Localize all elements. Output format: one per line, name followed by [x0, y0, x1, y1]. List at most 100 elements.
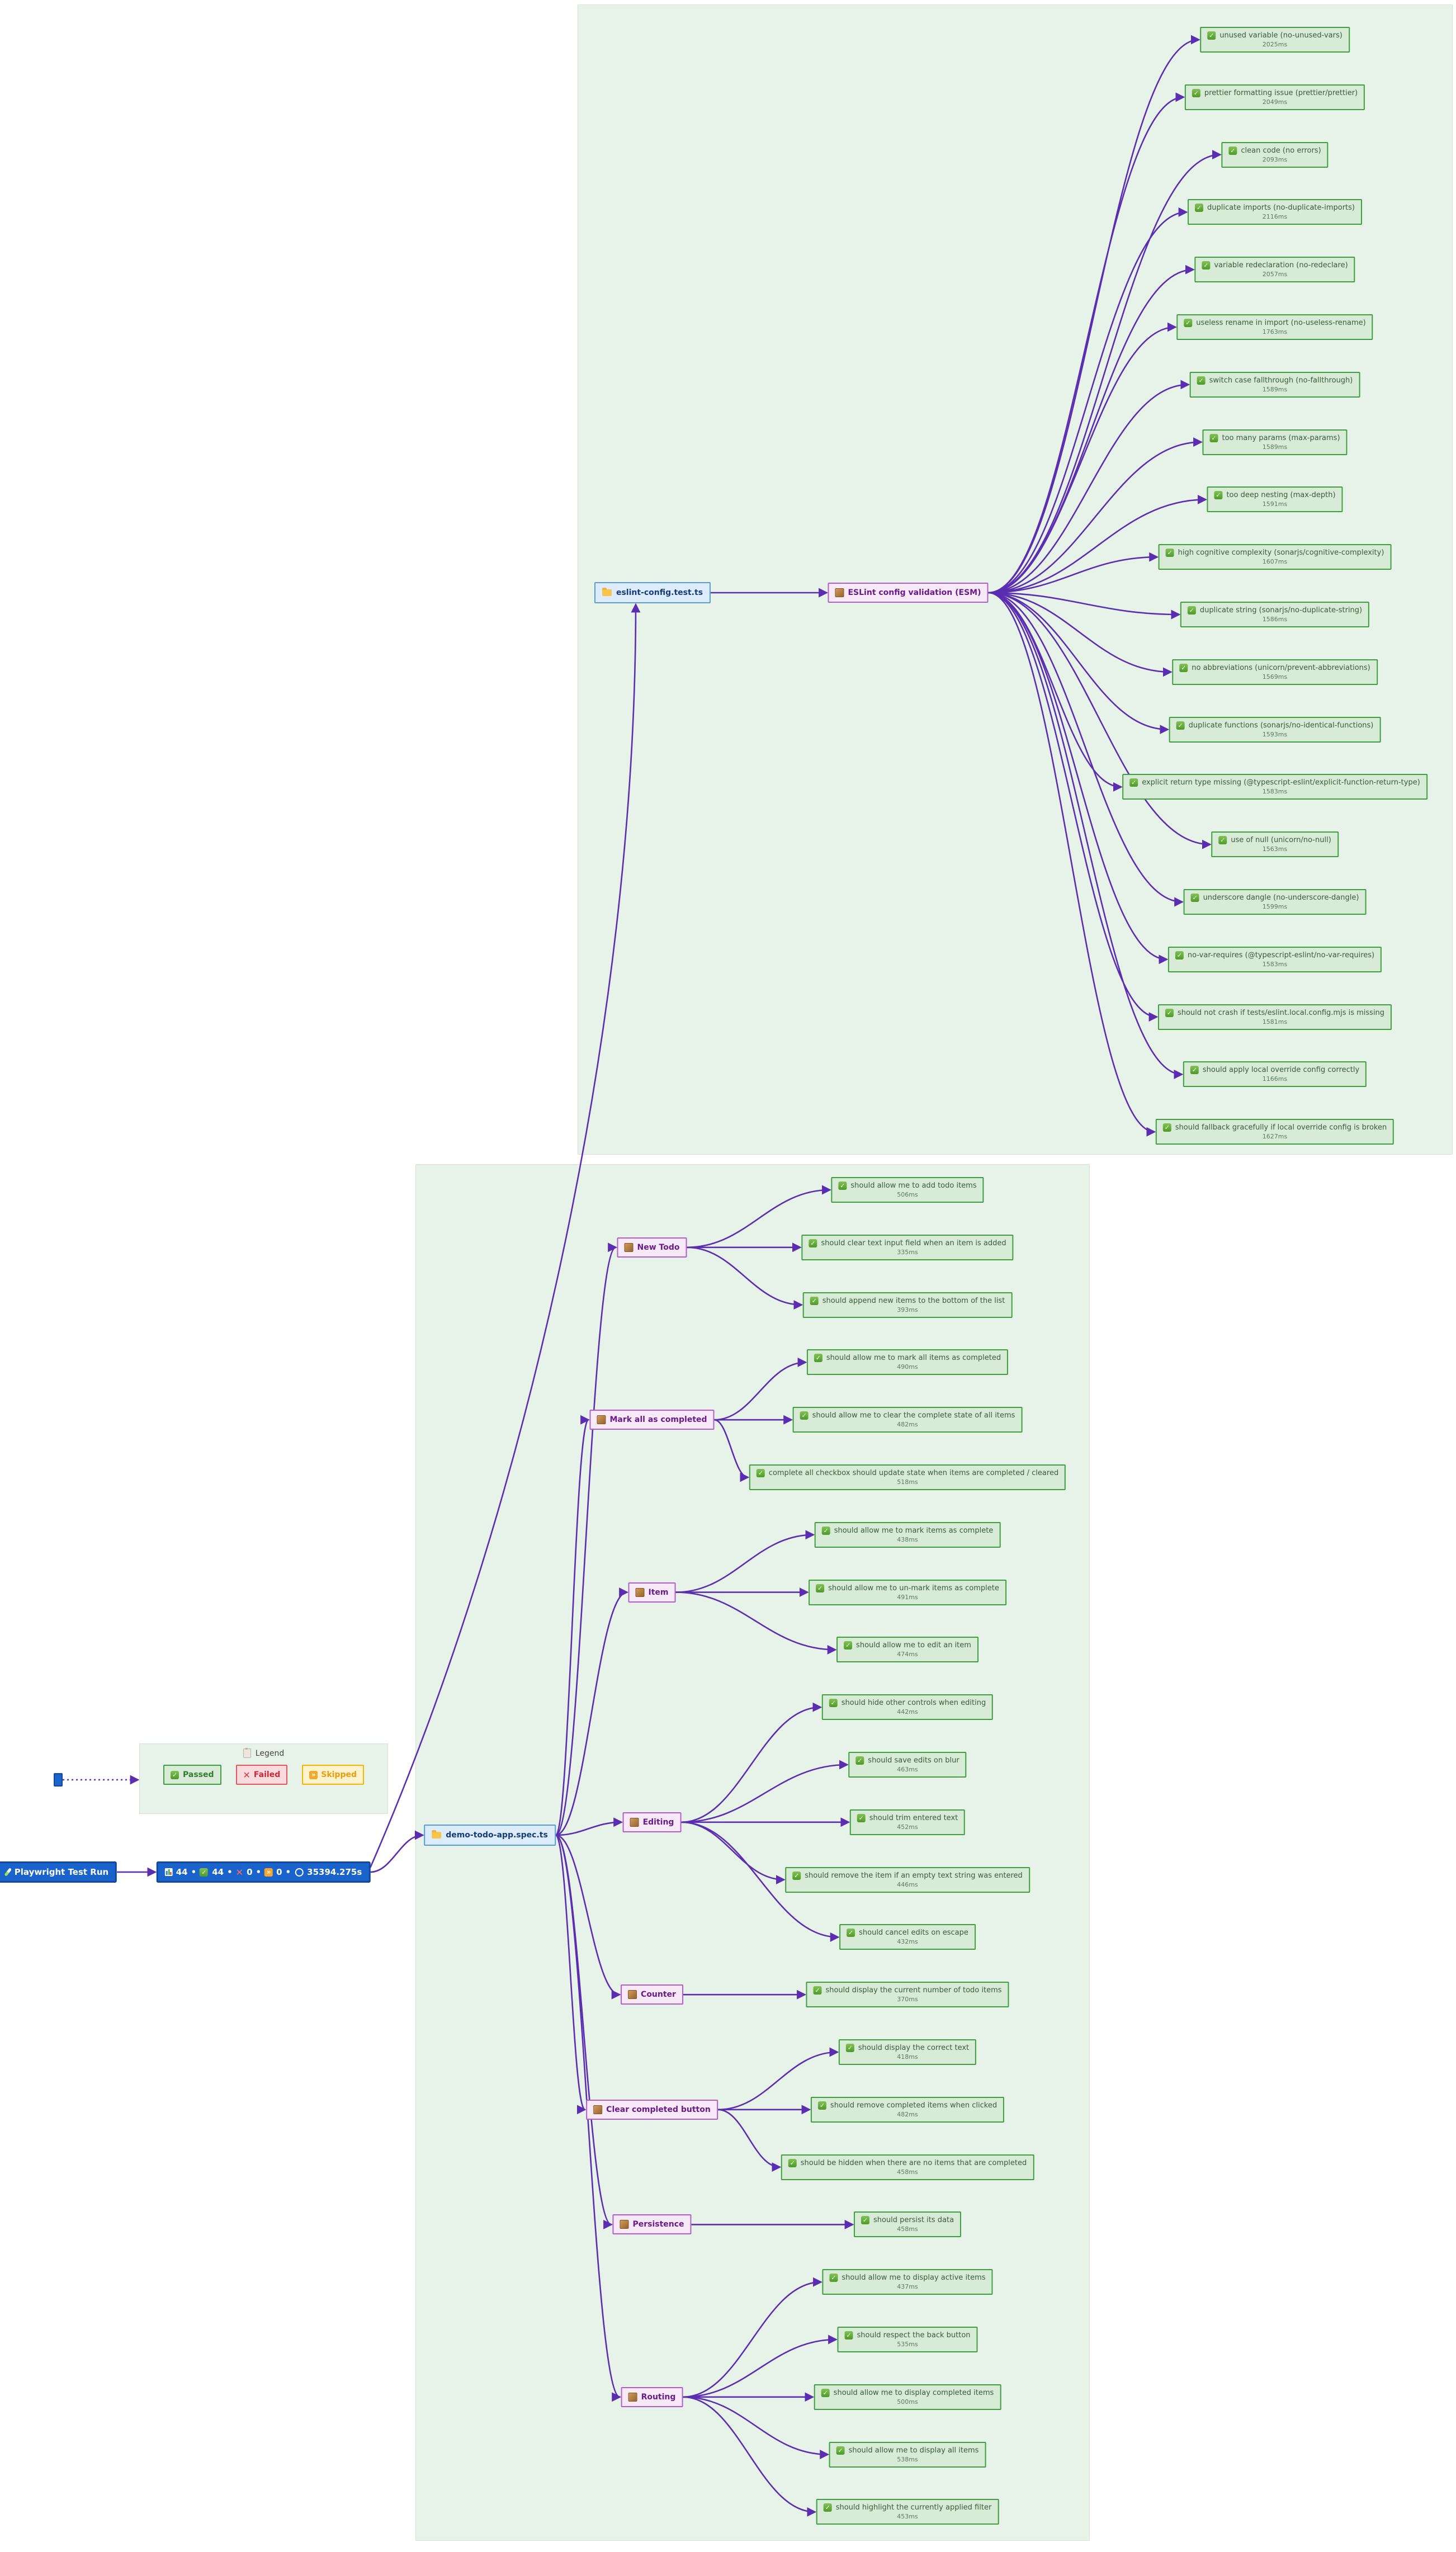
test-name: should remove completed items when click…	[830, 2101, 998, 2110]
test-node: ✓should allow me to mark items as comple…	[814, 1521, 1001, 1548]
edge	[714, 1357, 807, 1421]
check-icon: ✓	[821, 1526, 830, 1535]
edge	[675, 1530, 815, 1593]
edge	[683, 2277, 822, 2398]
legend-pointer-node	[54, 1773, 63, 1787]
check-icon: ✓	[1162, 1123, 1171, 1132]
test-node: ✓clean code (no errors)2093ms	[1221, 141, 1329, 168]
test-name: should apply local override config corre…	[1202, 1066, 1360, 1075]
check-icon: ✓	[813, 1986, 822, 1995]
check-icon: ✓	[845, 2044, 854, 2052]
stats-node: 44•✓44•✕0•»0•35394.275s	[156, 1861, 371, 1883]
test-duration: 506ms	[897, 1191, 918, 1198]
edge	[717, 2109, 782, 2172]
suite-node: Counter	[621, 1984, 683, 2005]
test-node: ✓too deep nesting (max-depth)1591ms	[1207, 486, 1343, 513]
check-icon: ✓	[838, 1182, 847, 1190]
package-icon	[597, 1415, 606, 1425]
edge	[988, 92, 1185, 594]
edge	[988, 552, 1159, 594]
edge	[988, 592, 1212, 849]
test-duration: 518ms	[897, 1478, 918, 1486]
legend-title-text: Legend	[255, 1748, 285, 1758]
check-icon: ✓	[1176, 721, 1185, 730]
test-name: should display the correct text	[858, 2044, 970, 2052]
check-icon: ✓	[171, 1770, 179, 1779]
test-name: no-var-requires (@typescript-eslint/no-v…	[1187, 951, 1375, 960]
test-node: ✓should display the current number of to…	[806, 1982, 1009, 2008]
test-name: should allow me to un-mark items as comp…	[828, 1584, 999, 1592]
edge	[988, 592, 1170, 735]
test-duration: 2093ms	[1262, 155, 1288, 163]
check-icon: ✓	[756, 1469, 765, 1477]
stats-passed: 44	[212, 1867, 224, 1877]
root-node: Playwright Test Run	[0, 1861, 117, 1883]
test-node: ✓variable redeclaration (no-redeclare)20…	[1194, 257, 1355, 283]
check-icon: ✓	[1175, 951, 1184, 960]
check-icon: ✓	[1179, 663, 1188, 672]
suite-name: Persistence	[632, 2220, 684, 2229]
check-icon: ✓	[847, 1929, 855, 1937]
suite-name: New Todo	[637, 1242, 680, 1252]
suite-name: Editing	[642, 1817, 674, 1827]
check-icon: ✓	[1214, 491, 1223, 500]
test-node: ✓complete all checkbox should update sta…	[749, 1464, 1066, 1490]
check-icon: ✓	[1190, 894, 1199, 902]
test-duration: 1589ms	[1262, 443, 1288, 451]
test-duration: 1586ms	[1262, 616, 1288, 623]
skip-icon: »	[309, 1770, 318, 1779]
test-name: duplicate imports (no-duplicate-imports)	[1207, 204, 1355, 212]
test-tube-icon	[4, 1868, 12, 1877]
stats-skipped: 0	[276, 1867, 282, 1877]
check-icon: ✓	[861, 2216, 869, 2225]
test-name: should append new items to the bottom of…	[822, 1296, 1005, 1305]
package-icon	[630, 1817, 639, 1827]
edge	[988, 150, 1222, 594]
stats-duration: 35394.275s	[307, 1867, 362, 1877]
package-icon	[835, 588, 844, 597]
check-icon: ✓	[829, 1699, 838, 1708]
test-name: should save edits on blur	[868, 1756, 959, 1765]
edge	[988, 207, 1188, 594]
edge	[370, 1830, 424, 1873]
check-icon: ✓	[855, 1756, 864, 1765]
test-duration: 446ms	[897, 1880, 918, 1888]
test-name: explicit return type missing (@typescrip…	[1142, 778, 1420, 787]
test-name: should not crash if tests/eslint.local.c…	[1177, 1008, 1385, 1017]
test-duration: 2049ms	[1262, 98, 1288, 106]
test-duration: 438ms	[897, 1535, 918, 1543]
check-icon: ✓	[1187, 606, 1196, 615]
test-duration: 453ms	[897, 2513, 918, 2521]
edge	[988, 592, 1173, 677]
test-name: should allow me to edit an item	[856, 1641, 971, 1650]
check-icon: ✓	[1129, 778, 1138, 787]
test-duration: 1583ms	[1262, 788, 1288, 796]
test-node: ✓should append new items to the bottom o…	[802, 1292, 1013, 1318]
test-name: no abbreviations (unicorn/prevent-abbrev…	[1192, 663, 1370, 672]
legend-failed-label: Failed	[253, 1770, 281, 1779]
legend-skipped-label: Skipped	[321, 1770, 357, 1779]
check-icon: ✓	[1184, 319, 1193, 327]
check-icon: ✓	[814, 1354, 822, 1363]
test-duration: 1627ms	[1262, 1133, 1288, 1141]
test-duration: 393ms	[897, 1306, 918, 1313]
edge	[675, 1591, 837, 1655]
edge	[370, 603, 641, 1868]
suite-node: New Todo	[617, 1237, 687, 1258]
test-name: should allow me to display completed ite…	[833, 2388, 994, 2397]
test-name: high cognitive complexity (sonarjs/cogni…	[1178, 549, 1384, 557]
test-node: ✓useless rename in import (no-useless-re…	[1176, 314, 1373, 340]
suite-node: Clear completed button	[586, 2099, 718, 2120]
test-duration: 1593ms	[1262, 730, 1288, 738]
legend-item-skipped: » Skipped	[302, 1765, 364, 1785]
test-name: should allow me to display all items	[848, 2446, 979, 2455]
test-duration: 370ms	[897, 1996, 918, 2003]
clipboard-icon	[243, 1748, 251, 1758]
suite-node: Mark all as completed	[589, 1410, 715, 1430]
test-duration: 535ms	[897, 2341, 918, 2348]
test-duration: 538ms	[897, 2455, 918, 2463]
edge	[555, 1587, 629, 1836]
